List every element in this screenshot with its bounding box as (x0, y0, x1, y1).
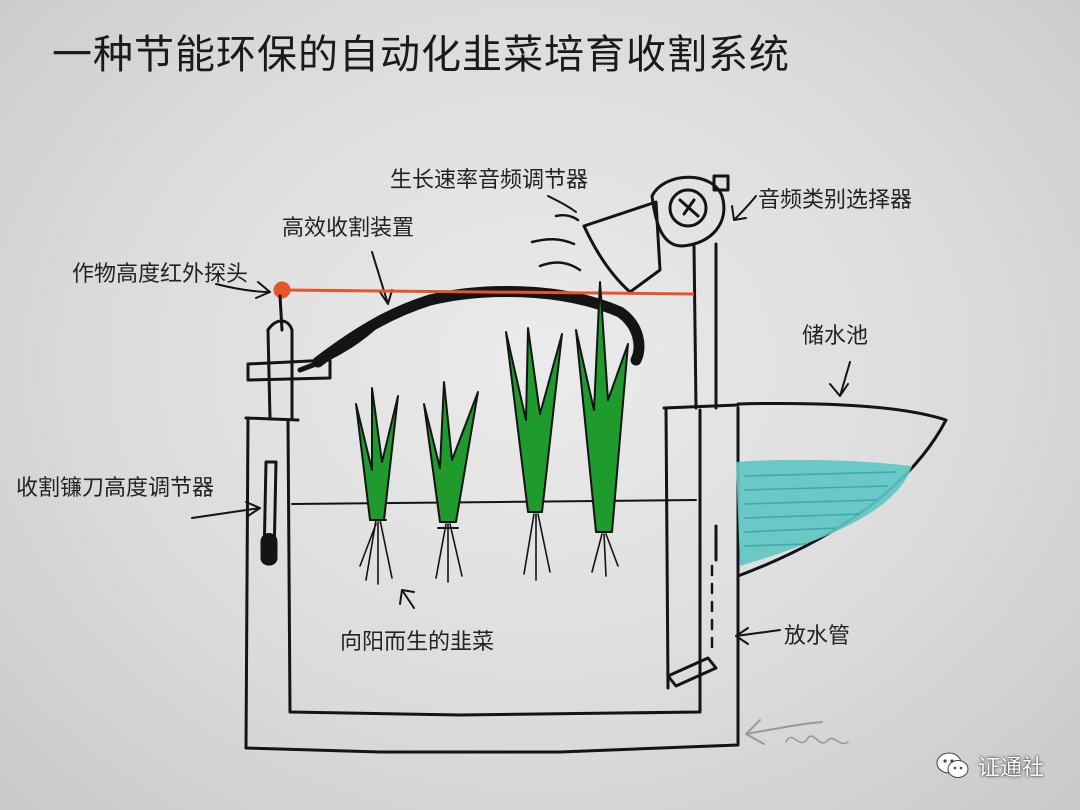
growth-regulator-arrow (548, 196, 576, 212)
sketch-arrow (746, 720, 822, 744)
watermark-text: 证通社 (978, 750, 1044, 782)
speaker-cone (584, 202, 660, 292)
watermark: 证通社 (936, 750, 1044, 782)
page-title: 一种节能环保的自动化韭菜培育收割系统 (52, 22, 790, 80)
leek-plant (424, 382, 478, 582)
tank-left-rim (246, 418, 298, 420)
leek-plant (356, 388, 398, 584)
drain-pipe-outlet (668, 658, 716, 686)
label-leeks: 向阳而生的韭菜 (340, 624, 494, 656)
label-audio-selector: 音频类别选择器 (758, 182, 912, 214)
post-left-edge (268, 330, 270, 418)
sound-wave-3 (556, 215, 578, 220)
sound-wave-2 (540, 263, 580, 270)
post-top-cap (268, 321, 292, 330)
tank-inner-wall (288, 410, 700, 715)
blade-adjuster-knob (262, 535, 276, 565)
label-blade-adjuster: 收割镰刀高度调节器 (16, 470, 214, 502)
tank-outer-wall (246, 408, 738, 752)
right-column-left-edge (666, 408, 668, 688)
ir-probe-stem (280, 296, 282, 330)
harvest-arrow (372, 252, 392, 304)
harvester-arm (318, 291, 639, 362)
blade-adjuster-arrow (192, 502, 260, 518)
leeks-arrow (400, 590, 414, 608)
tank-right-rim (664, 405, 738, 408)
sound-wave-1 (532, 239, 574, 244)
leek-plant (576, 282, 628, 576)
soil-line (292, 500, 696, 504)
wechat-icon (936, 751, 970, 781)
label-harvest-device: 高效收割装置 (282, 210, 414, 242)
audio-selector-arrow (732, 196, 756, 220)
leek-plant (506, 328, 562, 580)
label-growth-regulator: 生长速率音频调节器 (390, 162, 588, 194)
leek-plants (356, 282, 628, 584)
sketch-scribble (786, 736, 848, 743)
drain-pipe-arrow (736, 628, 780, 644)
reservoir-arrow (830, 362, 850, 396)
label-ir-probe: 作物高度红外探头 (72, 256, 248, 288)
label-drain-pipe: 放水管 (784, 618, 850, 650)
label-reservoir: 储水池 (802, 318, 868, 350)
speaker-mast-left (694, 246, 696, 408)
selector-dial-pointer (680, 200, 698, 216)
